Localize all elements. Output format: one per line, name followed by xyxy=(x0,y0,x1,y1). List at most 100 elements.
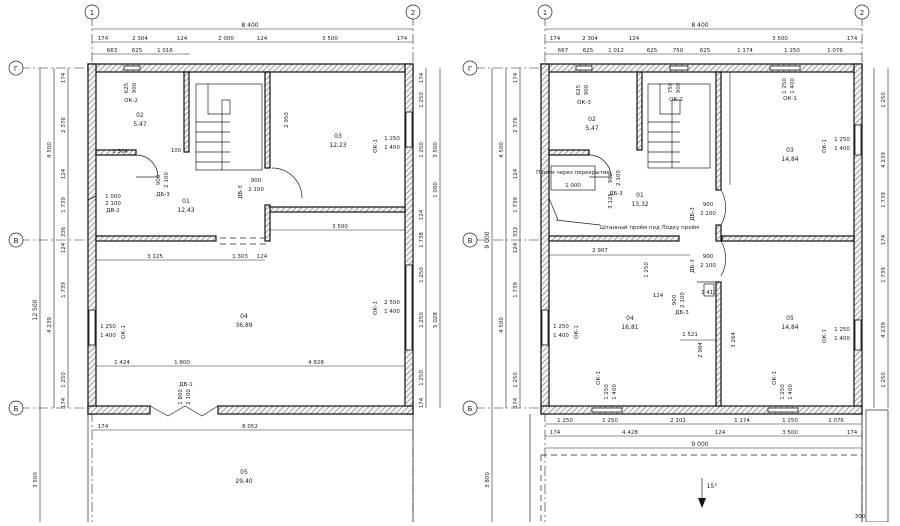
dim-text: 1 521 xyxy=(682,332,698,338)
opening-text: ОК-1 xyxy=(596,371,602,385)
top-dimensions-plan2: 8 400 174 2 304 124 3 500 174 667 625 1 … xyxy=(545,22,862,55)
opening-text: 1 250 xyxy=(100,324,116,330)
dim-text: 625 xyxy=(700,48,711,54)
grid-axes-plan1: 1 2 Г В Б xyxy=(8,4,421,522)
dim-total-height: 9 000 xyxy=(484,231,491,248)
dim-text: 4 828 xyxy=(308,360,324,366)
opening-text: 2 100 xyxy=(616,170,622,186)
opening-text: 1 400 xyxy=(834,146,850,152)
room-area: 12,43 xyxy=(177,207,194,214)
opening-text: ДБ-3 xyxy=(609,191,623,197)
grid-axes-plan2: 1 2 Г В Б xyxy=(462,4,870,522)
opening-text: 1 400 xyxy=(384,145,400,151)
plan-second-floor: 1 2 Г В Б 8 400 174 2 304 124 3 500 174 … xyxy=(462,4,889,523)
dim-text: 124 xyxy=(653,293,664,299)
opening-labels-plan1: 625 900 ОК-2 ОК-1 1 250 1 400 ОК-1 2 500… xyxy=(100,82,400,405)
dim-text: 124 xyxy=(419,209,425,220)
dim-text: 124 xyxy=(177,36,188,42)
dim-text: 667 xyxy=(558,48,569,54)
room-area: 5,47 xyxy=(585,125,599,132)
dim-text: 1 250 xyxy=(419,267,425,283)
dim-text: 336 xyxy=(61,226,67,237)
dim-text: 663 xyxy=(107,48,118,54)
room-area: 36,89 xyxy=(235,322,252,329)
opening-text: ОК-2 xyxy=(669,97,683,103)
room-area: 12,23 xyxy=(329,142,346,149)
opening-text: ДВ-1 xyxy=(179,382,193,388)
dim-text: 1 250 xyxy=(784,48,800,54)
interior-dims-plan2: 3 125 2 907 1 250 1 521 2 984 3 264 1 41… xyxy=(549,72,737,358)
dim-text: 1 012 xyxy=(608,48,624,54)
dim-text: 3 500 xyxy=(322,36,338,42)
slope-label: 15° xyxy=(707,483,718,490)
opening-text: ДВ-2 xyxy=(106,208,120,214)
room-label: 05 14,84 xyxy=(781,315,798,331)
axis-label-g: Г xyxy=(468,65,472,73)
dim-text: 4 239 xyxy=(47,317,53,333)
room-area: 13,32 xyxy=(631,201,648,208)
rooms-plan2: 02 5,47 03 14,84 01 13,32 04 16,81 05 14… xyxy=(585,116,798,331)
dim-text: 2 984 xyxy=(698,342,704,358)
dim-text: 3 264 xyxy=(731,332,737,348)
left-dimensions-plan2: 9 000 4 500 4 500 3 800 174 2 376 124 1 … xyxy=(484,68,521,522)
plan-first-floor: 1 2 Г В Б 8 400 174 2 304 124 2 000 124 … xyxy=(8,4,441,522)
dim-text: 1 076 xyxy=(828,418,844,424)
dim-text: 124 xyxy=(513,242,519,253)
dim-text: 3 125 xyxy=(147,254,163,260)
opening-text: 1 250 xyxy=(604,384,610,400)
room-area: 14,84 xyxy=(781,156,798,163)
dim-text: 1 739 xyxy=(513,197,519,213)
opening-text: ДБ-3 xyxy=(156,192,170,198)
dim-text: 1 410 xyxy=(701,290,717,296)
axis-label-b: Б xyxy=(468,405,473,413)
dim-text: 174 xyxy=(550,430,561,436)
opening-text: ОК-1 xyxy=(772,371,778,385)
dim-text: 1 250 xyxy=(419,142,425,158)
opening-text: 1 250 xyxy=(780,384,786,400)
dim-text: 174 xyxy=(550,36,561,42)
room-number: 01 xyxy=(182,198,190,205)
dim-text: 3 125 xyxy=(608,193,614,209)
opening-text: 2 100 xyxy=(700,263,716,269)
axis-label-b: Б xyxy=(14,405,19,413)
opening-text: ДБ-3 xyxy=(675,310,689,316)
opening-text: ОК-1 xyxy=(373,139,379,153)
dim-text: 1 303 xyxy=(232,254,248,260)
walls-plan1 xyxy=(87,63,414,415)
opening-text: 1 400 xyxy=(553,333,569,339)
dim-text: 1 739 xyxy=(61,197,67,213)
dim-text: 1 174 xyxy=(734,418,750,424)
dim-text: 100 xyxy=(171,148,182,154)
right-dimensions-plan1: 3 500 1 000 5 028 174 1 250 1 250 124 1 … xyxy=(419,68,441,408)
opening-text: ОК-1 xyxy=(783,96,797,102)
dim-text: 124 xyxy=(257,36,268,42)
top-dimensions-plan1: 8 400 174 2 304 124 2 000 124 3 500 174 … xyxy=(92,22,413,55)
opening-text: ДБ-3 xyxy=(690,207,696,221)
room-label: 03 14,84 xyxy=(781,147,798,163)
room-number: 03 xyxy=(334,133,342,140)
opening-text: 1 250 xyxy=(834,137,850,143)
porch-plan2: 15° 300 xyxy=(529,409,889,523)
dim-text: 4 239 xyxy=(881,152,887,168)
opening-text: 1 400 xyxy=(790,78,796,94)
dim-text: 174 xyxy=(98,424,109,430)
axis-label-2: 2 xyxy=(860,9,864,17)
opening-text: 2 100 xyxy=(186,389,192,405)
axis-label-v: В xyxy=(468,237,473,245)
room-number: 05 xyxy=(786,315,794,322)
dim-text: 1 250 xyxy=(602,418,618,424)
dim-text: 332 xyxy=(513,227,519,238)
opening-text: ОК-1 xyxy=(822,329,828,343)
room-label: 01 12,43 xyxy=(177,198,194,214)
dim-text: 1 800 xyxy=(174,360,190,366)
dim-text: 124 xyxy=(257,254,268,260)
walls-plan2 xyxy=(540,63,863,415)
notes-plan2: Проем через перекрытие 1 000 Штанный про… xyxy=(536,170,699,231)
dim-text: 174 xyxy=(397,36,408,42)
dim-text: 2 950 xyxy=(284,112,290,128)
opening-text: ДБ-3 xyxy=(238,185,244,199)
opening-text: 900 xyxy=(703,254,714,260)
dim-text: 1 250 xyxy=(513,372,519,388)
dim-text: 174 xyxy=(61,72,67,83)
dim-text: 2 376 xyxy=(513,117,519,133)
